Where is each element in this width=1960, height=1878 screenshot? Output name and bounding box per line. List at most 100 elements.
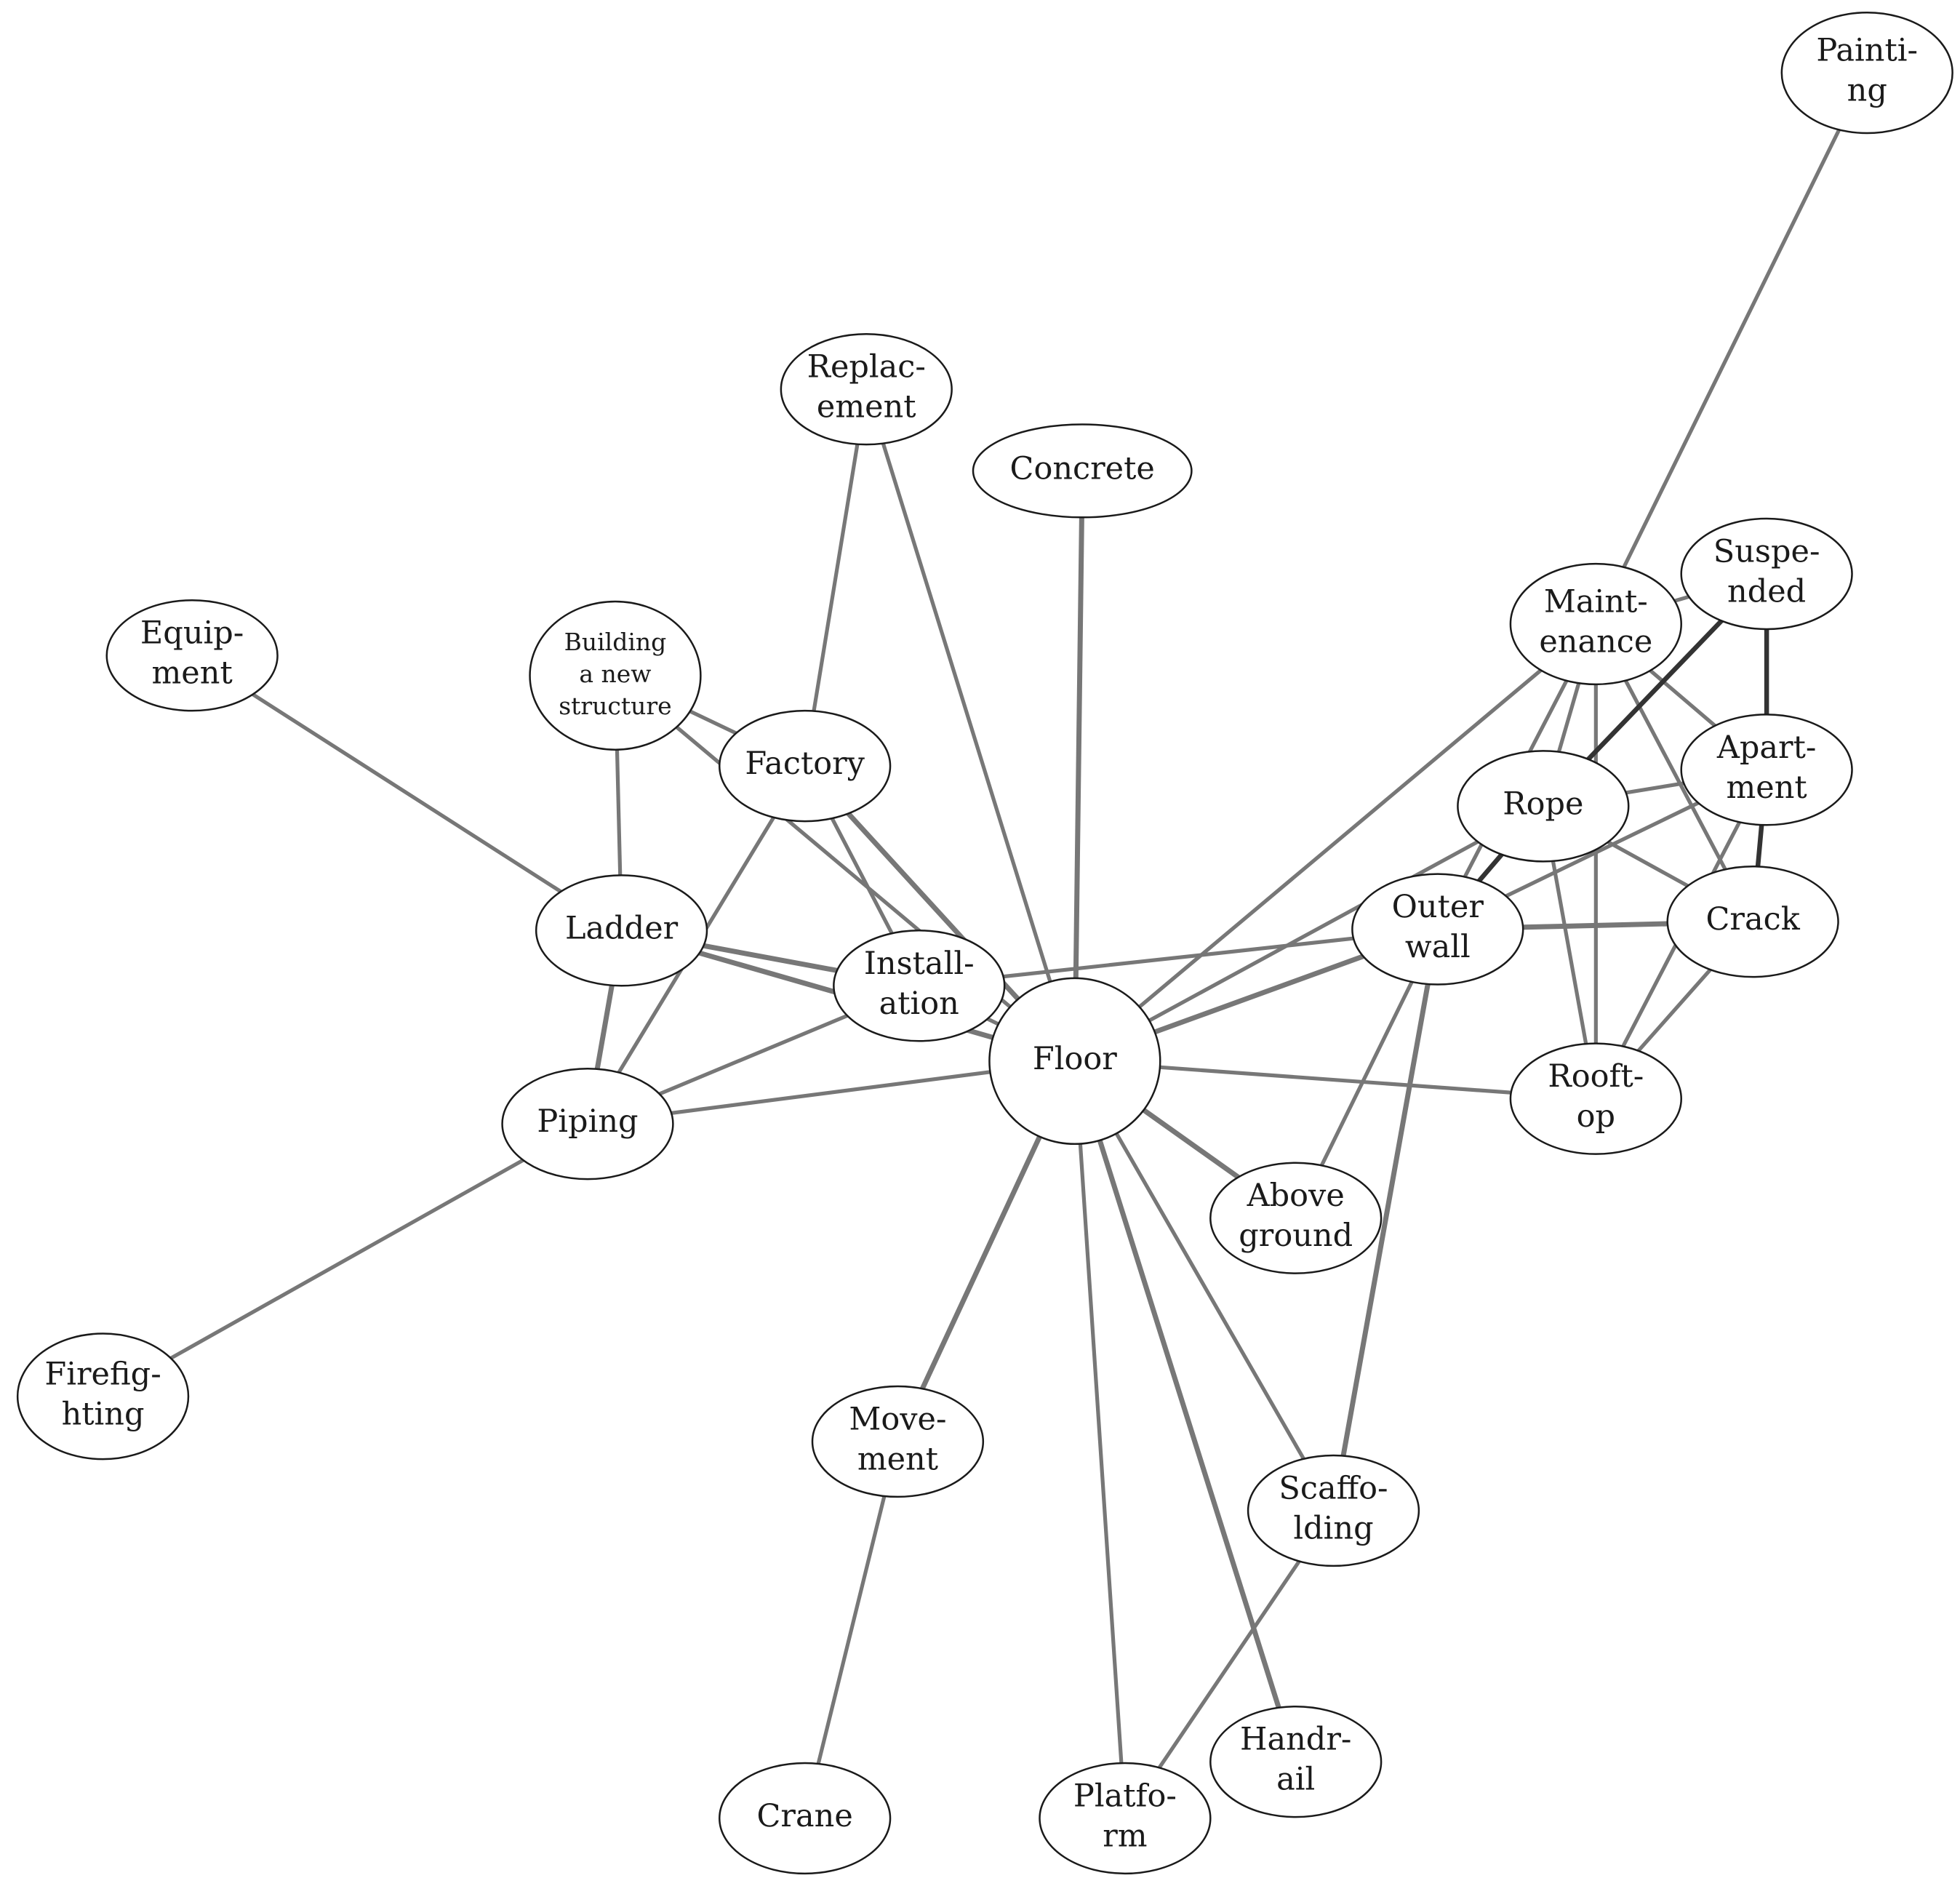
edge-movement-crane (803, 1439, 900, 1821)
node-ladder: Ladder (535, 874, 708, 987)
node-movement: Move-ment (811, 1385, 985, 1498)
node-ellipse-factory (719, 709, 892, 823)
node-ellipse-rope (1457, 750, 1630, 863)
node-label-concrete-0: Concrete (1010, 450, 1155, 487)
node-ellipse-handrail (1209, 1706, 1383, 1818)
node-handrail: Handr-ail (1209, 1706, 1383, 1818)
node-label-firefighting-1: hting (62, 1396, 145, 1432)
edge-floor-maintenance (1073, 622, 1598, 1063)
node-label-painting-1: ng (1847, 73, 1887, 109)
node-maintenance: Maint-enance (1509, 562, 1682, 686)
node-ellipse-floor (988, 977, 1161, 1146)
node-ellipse-concrete (972, 423, 1193, 519)
node-piping: Piping (501, 1067, 674, 1180)
edge-floor-platform (1073, 1059, 1127, 1821)
node-label-crack-0: Crack (1706, 901, 1801, 938)
edge-installation-outerwall (917, 927, 1440, 988)
node-label-installation-0: Install- (864, 946, 975, 982)
node-factory: Factory (719, 709, 892, 823)
node-ellipse-building (529, 600, 702, 751)
node-label-piping-0: Piping (537, 1103, 638, 1140)
node-ellipse-piping (501, 1067, 674, 1180)
node-label-apartment-1: ment (1727, 770, 1807, 806)
node-label-aboveground-0: Above (1247, 1178, 1345, 1214)
node-label-scaffolding-1: lding (1293, 1510, 1373, 1546)
node-label-firefighting-0: Firefig- (44, 1356, 161, 1392)
node-floor: Floor (988, 977, 1161, 1146)
node-suspended: Suspe-nded (1680, 517, 1853, 631)
node-label-painting-0: Painti- (1816, 33, 1918, 69)
edge-outerwall-scaffolding (1330, 927, 1441, 1514)
edge-equipment-ladder (190, 653, 624, 932)
edge-painting-maintenance (1593, 71, 1869, 626)
node-label-replacement-1: ement (817, 389, 916, 425)
node-ellipse-ladder (535, 874, 708, 987)
node-rope: Rope (1457, 750, 1630, 863)
node-equipment: Equip-ment (105, 599, 279, 712)
node-label-outerwall-0: Outer (1392, 889, 1484, 925)
node-painting: Painti-ng (1780, 12, 1953, 135)
node-label-floor-0: Floor (1033, 1041, 1117, 1077)
node-ellipse-scaffolding (1247, 1454, 1420, 1567)
node-ellipse-aboveground (1209, 1162, 1383, 1274)
node-ellipse-installation (833, 930, 1006, 1042)
edge-floor-scaffolding (1073, 1059, 1336, 1513)
node-label-maintenance-0: Maint- (1544, 584, 1648, 620)
node-outerwall: Outer wall (1351, 873, 1524, 986)
node-ellipse-rooftop (1509, 1042, 1682, 1155)
edge-layer (100, 71, 1869, 1821)
node-scaffolding: Scaffo-lding (1247, 1454, 1420, 1567)
node-label-crane-0: Crane (757, 1798, 853, 1834)
node-label-equipment-1: ment (152, 655, 233, 692)
node-label-aboveground-1: ground (1239, 1218, 1353, 1254)
node-platform: Platfo-rm (1039, 1762, 1212, 1875)
node-ellipse-suspended (1680, 517, 1853, 631)
edge-piping-firefighting (100, 1122, 590, 1399)
node-replacement: Replac-ement (780, 332, 953, 446)
node-label-handrail-1: ail (1276, 1762, 1315, 1798)
node-label-outerwall-1: wall (1405, 929, 1471, 965)
node-aboveground: Above ground (1209, 1162, 1383, 1274)
node-label-ladder-0: Ladder (565, 910, 679, 946)
edge-floor-handrail (1072, 1058, 1299, 1765)
node-ellipse-movement (811, 1385, 985, 1498)
edge-replacement-factory (803, 387, 868, 768)
node-label-rope-0: Rope (1503, 786, 1583, 822)
node-label-maintenance-1: enance (1539, 624, 1652, 660)
node-ellipse-replacement (780, 332, 953, 446)
node-label-apartment-0: Apart- (1716, 730, 1817, 766)
node-building: Building a new structure (529, 600, 702, 751)
edge-replacement-floor (864, 387, 1077, 1063)
node-crack: Crack (1666, 866, 1839, 978)
node-label-building-0: Building (564, 628, 667, 656)
edge-floor-rope (1073, 804, 1545, 1063)
node-label-rooftop-0: Rooft- (1548, 1058, 1644, 1095)
node-ellipse-platform (1039, 1762, 1212, 1875)
node-label-movement-1: ment (857, 1441, 938, 1477)
node-firefighting: Firefig-hting (16, 1332, 190, 1461)
node-ellipse-maintenance (1509, 562, 1682, 686)
node-label-factory-0: Factory (745, 746, 865, 782)
node-ellipse-painting (1780, 12, 1953, 135)
node-ellipse-firefighting (16, 1332, 190, 1461)
node-ellipse-apartment (1680, 714, 1853, 826)
node-label-replacement-0: Replac- (807, 349, 926, 385)
node-ellipse-outerwall (1351, 873, 1524, 986)
node-ellipse-crack (1666, 866, 1839, 978)
node-label-building-1: a new (579, 660, 651, 688)
node-label-scaffolding-0: Scaffo- (1279, 1470, 1388, 1506)
node-label-installation-1: ation (879, 986, 959, 1022)
node-label-building-2: structure (559, 692, 672, 720)
node-ellipse-equipment (105, 599, 279, 712)
node-label-platform-1: rm (1103, 1818, 1147, 1854)
node-ellipse-crane (719, 1762, 892, 1875)
edge-concrete-floor (1072, 468, 1085, 1064)
node-label-equipment-0: Equip- (140, 615, 244, 652)
node-label-suspended-1: nded (1727, 573, 1806, 610)
node-label-rooftop-1: op (1577, 1098, 1615, 1135)
node-label-handrail-0: Handr- (1240, 1722, 1351, 1758)
node-concrete: Concrete (972, 423, 1193, 519)
